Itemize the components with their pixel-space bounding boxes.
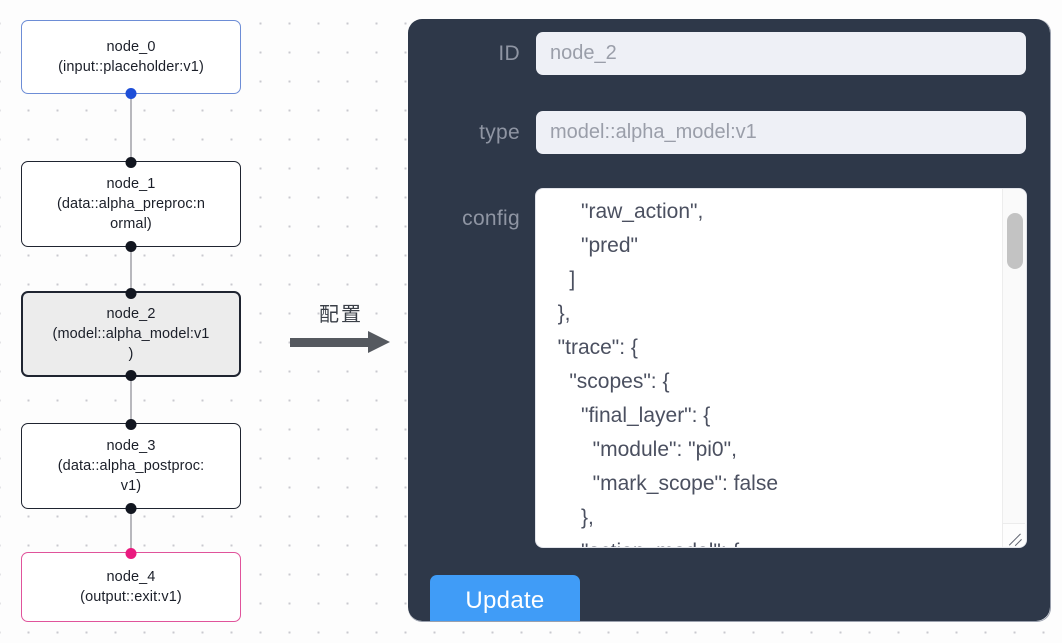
graph-node-node_2[interactable]: node_2 (model::alpha_model:v1 ) [21, 287, 241, 381]
graph-node-node_1[interactable]: node_1 (data::alpha_preproc:n ormal) [21, 156, 241, 252]
edge-node0-node1 [130, 94, 132, 161]
config-scrollbar[interactable] [1002, 189, 1026, 547]
edge-node3-node4 [130, 509, 132, 552]
arrow-caption: 配置 [319, 302, 363, 326]
node-handle-bottom-icon[interactable] [125, 369, 137, 381]
node-config-panel: ID type config "raw_action", "pred" ] },… [408, 19, 1050, 621]
graph-node-node_0[interactable]: node_0 (input::placeholder:v1) [21, 20, 241, 99]
type-label: type [479, 120, 520, 144]
update-button[interactable]: Update [430, 575, 580, 621]
resize-grip-icon[interactable] [1002, 523, 1025, 546]
graph-node-label: node_3 (data::alpha_postproc: v1) [57, 438, 205, 494]
type-input[interactable] [536, 111, 1026, 154]
node-handle-top-icon[interactable] [125, 287, 137, 299]
config-textarea[interactable]: "raw_action", "pred" ] }, "trace": { "sc… [557, 200, 778, 547]
config-label: config [462, 207, 520, 230]
config-arrow-annotation: 配置 [286, 298, 396, 353]
graph-node-label: node_0 (input::placeholder:v1) [58, 39, 204, 75]
type-field-row: type [408, 111, 1050, 154]
config-field-row: config "raw_action", "pred" ] }, "trace"… [408, 189, 1050, 547]
id-input[interactable] [536, 32, 1026, 75]
edge-node1-node2 [130, 247, 132, 291]
right-arrow-icon [286, 331, 396, 353]
config-textarea-wrap[interactable]: "raw_action", "pred" ] }, "trace": { "sc… [536, 189, 1026, 547]
node-handle-bottom-icon[interactable] [125, 87, 137, 99]
node-handle-bottom-icon[interactable] [125, 502, 137, 514]
node-handle-bottom-icon[interactable] [125, 240, 137, 252]
graph-node-label: node_1 (data::alpha_preproc:n ormal) [56, 176, 206, 232]
graph-node-label: node_4 (output::exit:v1) [80, 569, 182, 605]
node-handle-top-icon[interactable] [125, 418, 137, 430]
edge-node2-node3 [130, 377, 132, 423]
graph-node-node_3[interactable]: node_3 (data::alpha_postproc: v1) [21, 418, 241, 514]
node-handle-top-icon[interactable] [125, 156, 137, 168]
node-handle-top-icon[interactable] [125, 547, 137, 559]
id-label: ID [498, 41, 520, 65]
graph-node-node_4[interactable]: node_4 (output::exit:v1) [21, 547, 241, 622]
config-scrollbar-thumb[interactable] [1007, 213, 1023, 269]
graph-node-label: node_2 (model::alpha_model:v1 ) [52, 306, 210, 362]
id-field-row: ID [408, 32, 1050, 75]
